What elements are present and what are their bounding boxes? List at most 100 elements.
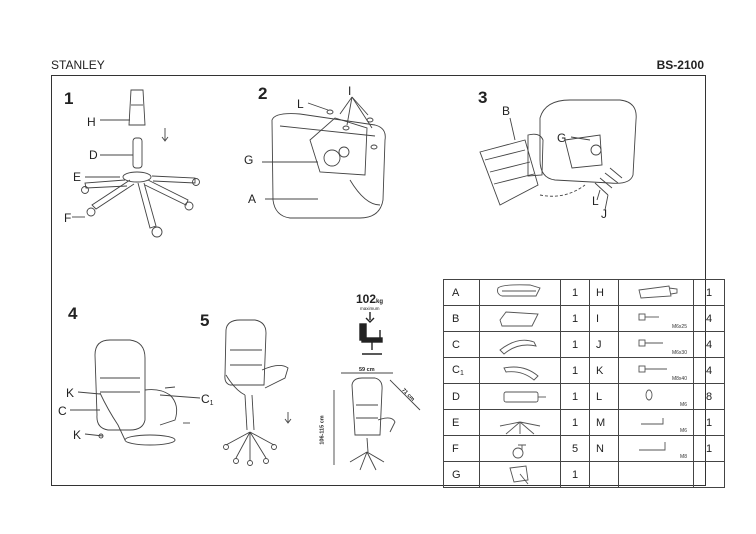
part-code: I	[589, 305, 619, 332]
capacity-note: maximum	[360, 306, 380, 311]
step2-drawing	[262, 96, 386, 219]
caster-icon	[512, 444, 526, 459]
allen-key-icon	[639, 442, 666, 451]
step-number-5: 5	[200, 311, 210, 330]
star-base-icon	[499, 421, 541, 435]
part-image	[479, 435, 561, 462]
part-image	[479, 461, 561, 488]
part-image: M6	[618, 383, 694, 410]
label-c1: C1	[201, 392, 214, 407]
part-quantity: 1	[560, 331, 590, 358]
step-number-3: 3	[478, 88, 488, 107]
washer-icon	[645, 389, 653, 401]
brand-name: STANLEY	[51, 58, 105, 72]
gas-cylinder-icon	[638, 285, 678, 299]
label-i: I	[348, 84, 352, 98]
label-g: G	[557, 131, 567, 145]
label-a: A	[248, 192, 257, 206]
part-size: M6	[680, 428, 687, 434]
step5-drawing	[223, 319, 292, 466]
part-image: M6x25	[618, 305, 694, 332]
part-quantity: 1	[560, 461, 590, 488]
label-d: D	[89, 148, 98, 162]
part-code: C	[443, 331, 480, 358]
part-image	[479, 305, 561, 332]
part-image: M6	[618, 409, 694, 436]
part-code: K	[589, 357, 619, 384]
part-size: M6x25	[671, 324, 687, 330]
label-k: K	[66, 386, 75, 400]
step1-drawing	[72, 89, 200, 238]
step-number-4: 4	[68, 304, 78, 323]
part-image: M8	[618, 435, 694, 462]
part-code: N	[589, 435, 619, 462]
label-c: C	[58, 404, 67, 418]
part-quantity: 4	[693, 331, 725, 358]
part-code: D	[443, 383, 480, 410]
dimension-width: 59 cm	[359, 367, 375, 373]
label-j: J	[601, 207, 607, 221]
part-quantity: 1	[693, 435, 725, 462]
capacity-chair-icon	[359, 312, 383, 355]
gas-lift-icon	[503, 391, 546, 403]
bolt-icon	[638, 313, 659, 321]
part-image	[479, 279, 561, 306]
part-image	[479, 383, 561, 410]
label-b: B	[502, 104, 511, 118]
backrest-icon	[499, 311, 539, 327]
armrest-icon	[503, 366, 539, 381]
part-size: M6x30	[671, 350, 687, 356]
part-code: J	[589, 331, 619, 358]
mechanism-icon	[509, 465, 529, 485]
part-quantity: 1	[693, 279, 725, 306]
part-size: M8	[680, 454, 687, 460]
label-l: L	[297, 97, 304, 111]
part-quantity: 1	[560, 383, 590, 410]
label-l: L	[592, 194, 599, 208]
part-quantity: 1	[560, 279, 590, 306]
part-code: F	[443, 435, 480, 462]
part-quantity	[693, 461, 725, 488]
dimension-chair-drawing	[333, 372, 421, 471]
part-quantity: 1	[560, 305, 590, 332]
part-quantity: 1	[693, 409, 725, 436]
part-code: A	[443, 279, 480, 306]
part-quantity: 4	[693, 305, 725, 332]
part-image	[618, 461, 694, 488]
label-e: E	[73, 170, 82, 184]
part-quantity: 5	[560, 435, 590, 462]
part-image	[479, 357, 561, 384]
label-k: K	[73, 428, 82, 442]
label-g: G	[244, 153, 254, 167]
part-image: M8x40	[618, 357, 694, 384]
step-number-1: 1	[64, 89, 74, 108]
allen-key-icon	[641, 418, 664, 425]
part-quantity: 4	[693, 357, 725, 384]
capacity-value: 102kg	[356, 292, 384, 306]
bolt-icon	[638, 339, 663, 347]
part-image	[479, 409, 561, 436]
part-image	[479, 331, 561, 358]
seat-icon	[497, 284, 541, 297]
part-quantity: 8	[693, 383, 725, 410]
step-number-2: 2	[258, 84, 268, 103]
part-code: H	[589, 279, 619, 306]
part-code: C1	[443, 357, 480, 384]
part-code: M	[589, 409, 619, 436]
part-code	[589, 461, 619, 488]
part-code: G	[443, 461, 480, 488]
part-size: M8x40	[671, 376, 687, 382]
part-code: E	[443, 409, 480, 436]
bolt-icon	[638, 365, 667, 373]
part-image: M6x30	[618, 331, 694, 358]
label-f: F	[64, 211, 72, 225]
part-size: M6	[680, 402, 687, 408]
